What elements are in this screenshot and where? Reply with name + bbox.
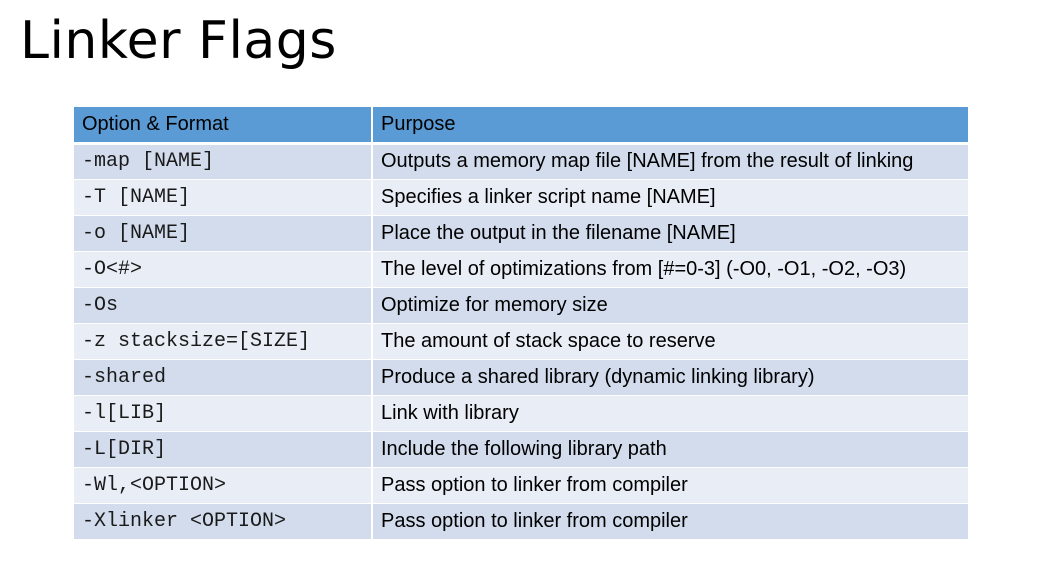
table-header-row: Option & Format Purpose bbox=[74, 107, 968, 145]
table-row: -L[DIR] Include the following library pa… bbox=[74, 431, 968, 468]
purpose-cell: Outputs a memory map file [NAME] from th… bbox=[372, 143, 968, 180]
header-option-format: Option & Format bbox=[74, 107, 373, 145]
table-row: -O<#> The level of optimizations from [#… bbox=[74, 251, 968, 288]
slide-title: Linker Flags bbox=[20, 11, 337, 71]
option-cell: -o [NAME] bbox=[74, 215, 373, 252]
option-cell: -L[DIR] bbox=[74, 431, 373, 468]
purpose-cell: Pass option to linker from compiler bbox=[372, 503, 968, 540]
purpose-cell: Specifies a linker script name [NAME] bbox=[372, 179, 968, 216]
option-cell: -O<#> bbox=[74, 251, 373, 288]
option-cell: -Xlinker <OPTION> bbox=[74, 503, 373, 540]
table-row: -shared Produce a shared library (dynami… bbox=[74, 359, 968, 396]
table-row: -Xlinker <OPTION> Pass option to linker … bbox=[74, 503, 968, 540]
linker-flags-table: Option & Format Purpose -map [NAME] Outp… bbox=[74, 107, 968, 540]
table-row: -Wl,<OPTION> Pass option to linker from … bbox=[74, 467, 968, 504]
option-cell: -z stacksize=[SIZE] bbox=[74, 323, 373, 360]
option-cell: -Wl,<OPTION> bbox=[74, 467, 373, 504]
purpose-cell: Optimize for memory size bbox=[372, 287, 968, 324]
option-cell: -T [NAME] bbox=[74, 179, 373, 216]
header-purpose: Purpose bbox=[372, 107, 968, 145]
table-row: -T [NAME] Specifies a linker script name… bbox=[74, 179, 968, 216]
purpose-cell: Include the following library path bbox=[372, 431, 968, 468]
purpose-cell: Place the output in the filename [NAME] bbox=[372, 215, 968, 252]
purpose-cell: Produce a shared library (dynamic linkin… bbox=[372, 359, 968, 396]
purpose-cell: Pass option to linker from compiler bbox=[372, 467, 968, 504]
table-row: -Os Optimize for memory size bbox=[74, 287, 968, 324]
table-row: -z stacksize=[SIZE] The amount of stack … bbox=[74, 323, 968, 360]
table-row: -l[LIB] Link with library bbox=[74, 395, 968, 432]
option-cell: -Os bbox=[74, 287, 373, 324]
table-row: -map [NAME] Outputs a memory map file [N… bbox=[74, 143, 968, 180]
purpose-cell: Link with library bbox=[372, 395, 968, 432]
option-cell: -shared bbox=[74, 359, 373, 396]
purpose-cell: The level of optimizations from [#=0-3] … bbox=[372, 251, 968, 288]
table-row: -o [NAME] Place the output in the filena… bbox=[74, 215, 968, 252]
option-cell: -l[LIB] bbox=[74, 395, 373, 432]
purpose-cell: The amount of stack space to reserve bbox=[372, 323, 968, 360]
option-cell: -map [NAME] bbox=[74, 143, 373, 180]
